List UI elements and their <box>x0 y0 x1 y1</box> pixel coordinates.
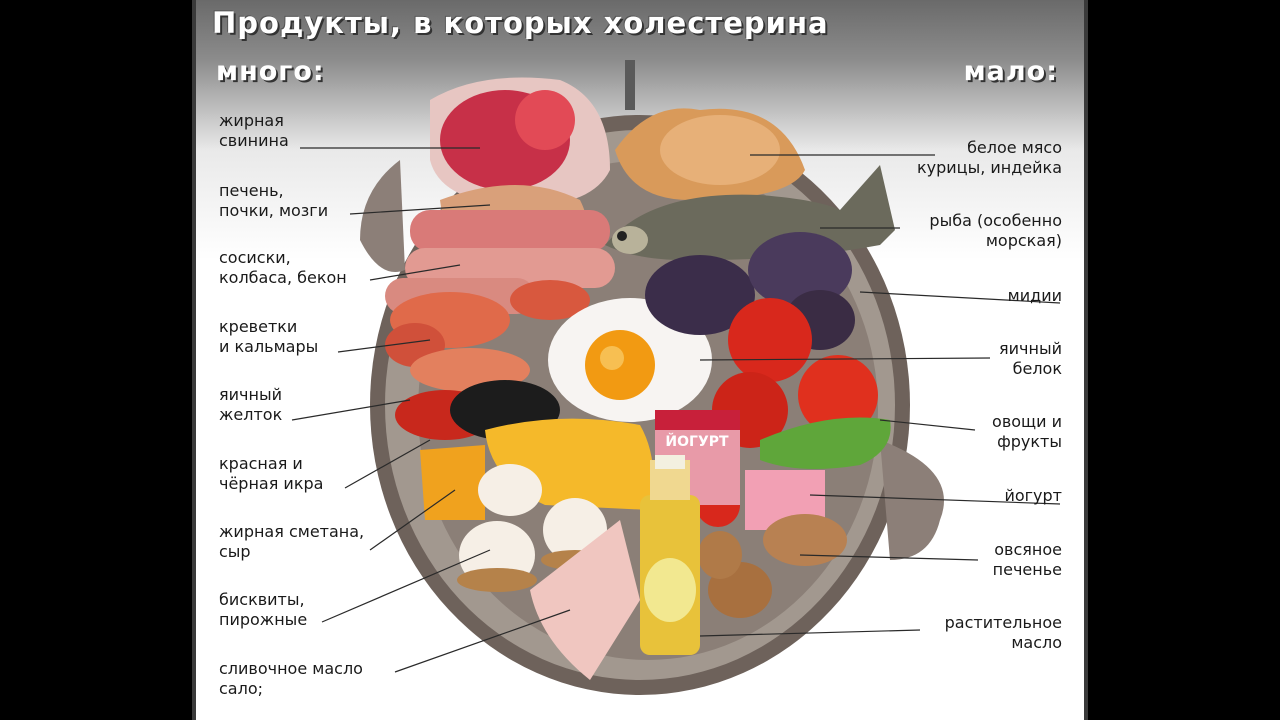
column-heading-low: мало: <box>963 56 1058 87</box>
right-leader-lines <box>699 154 1061 637</box>
butter-lard <box>530 520 640 680</box>
poster-title: Продукты, в которых холестерина <box>212 6 829 40</box>
vegetables <box>696 298 891 527</box>
label-mussels: мидии <box>1007 286 1062 305</box>
divider <box>625 60 635 110</box>
label-biscuits-cakes: бисквиты,пирожные <box>219 590 308 629</box>
column-heading-high: много: <box>216 56 325 87</box>
label-liver-kidneys-brains: печень,почки, мозги <box>219 181 329 220</box>
label-sausages: сосиски,колбаса, бекон <box>219 248 347 287</box>
egg <box>548 298 712 422</box>
oat-cookies <box>698 514 847 618</box>
chicken <box>615 108 805 200</box>
pork <box>430 77 610 206</box>
yogurt-label: ЙОГУРТ <box>665 433 729 450</box>
shrimp <box>385 280 590 392</box>
left-leader-lines <box>291 147 571 673</box>
label-sour-cream-cheese: жирная сметана,сыр <box>219 522 365 561</box>
label-yogurt: йогурт <box>1004 486 1062 505</box>
oil-bottle <box>640 455 700 655</box>
